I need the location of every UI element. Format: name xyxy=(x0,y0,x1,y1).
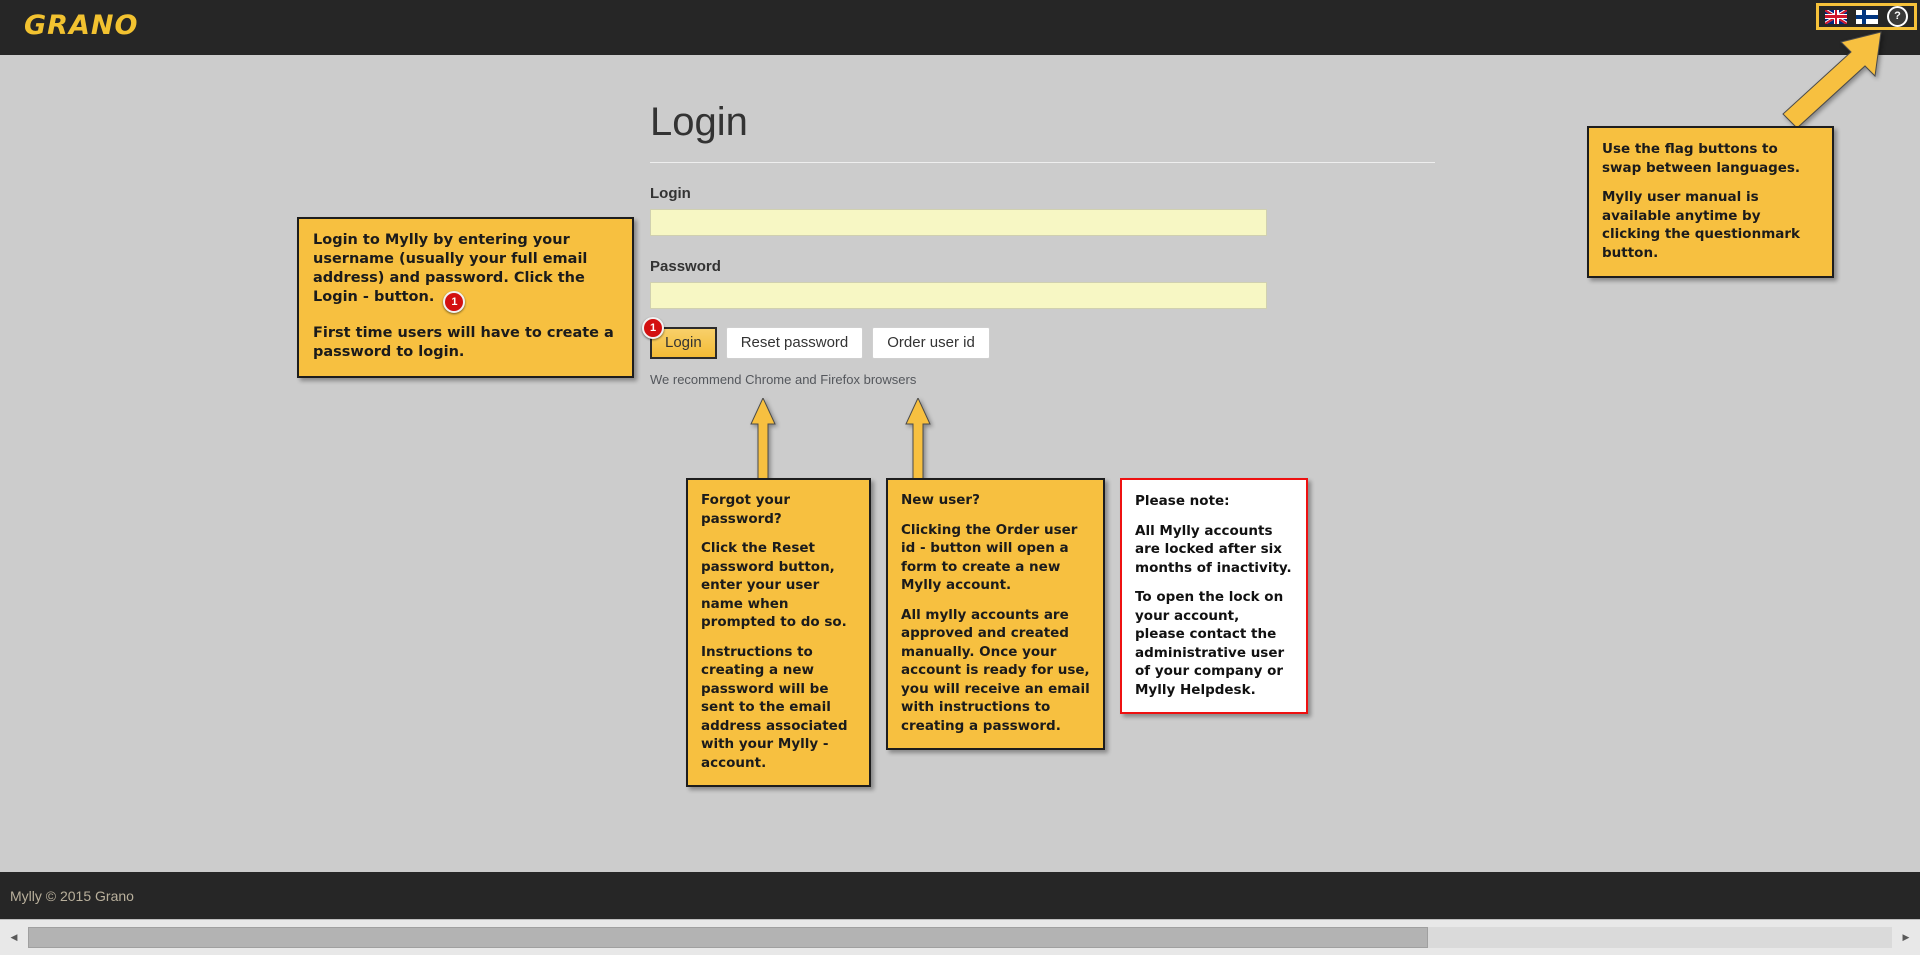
scroll-left-arrow-icon[interactable]: ◀ xyxy=(10,932,18,942)
arrow-to-reset-password-button xyxy=(750,398,776,486)
arrow-to-order-user-id-button xyxy=(905,398,931,486)
login-button[interactable]: Login xyxy=(650,327,717,359)
callout-login-text-2: First time users will have to create a p… xyxy=(313,325,614,360)
password-field-label: Password xyxy=(650,258,721,275)
top-bar: GRANO ? xyxy=(0,0,1920,55)
footer-copyright: Mylly © 2015 Grano xyxy=(10,888,134,904)
callout-login-text-1: Login to Mylly by entering your username… xyxy=(313,231,618,313)
callout-lang-text-2: Mylly user manual is available anytime b… xyxy=(1602,189,1801,261)
callout-login-sentence: Login to Mylly by entering your username… xyxy=(313,232,588,305)
reset-password-button[interactable]: Reset password xyxy=(725,327,864,359)
callout-login-instructions: Login to Mylly by entering your username… xyxy=(297,217,634,378)
callout-forgot-heading: Forgot your password? xyxy=(701,492,791,527)
password-input[interactable] xyxy=(650,282,1267,309)
callout-forgot-password: Forgot your password? Click the Reset pa… xyxy=(686,478,871,787)
page-title: Login xyxy=(650,100,748,144)
callout-note-text-1: All Mylly accounts are locked after six … xyxy=(1135,522,1292,576)
flag-uk-icon[interactable] xyxy=(1825,9,1847,24)
step-badge-1-inline: 1 xyxy=(443,291,466,313)
question-mark-icon[interactable]: ? xyxy=(1887,6,1908,27)
login-panel: Login Login Password Login 1 Reset passw… xyxy=(642,98,1435,387)
browser-recommendation-text: We recommend Chrome and Firefox browsers xyxy=(650,372,917,387)
callout-note-heading: Please note: xyxy=(1135,493,1230,509)
arrow-to-language-switcher xyxy=(1782,31,1882,129)
callout-forgot-text-1: Click the Reset password button, enter y… xyxy=(701,540,847,630)
callout-newuser-heading: New user? xyxy=(901,492,980,508)
callout-lang-text-1: Use the flag buttons to swap between lan… xyxy=(1602,141,1801,176)
callout-language-help: Use the flag buttons to swap between lan… xyxy=(1587,126,1834,278)
callout-forgot-text-2: Instructions to creating a new password … xyxy=(701,643,848,771)
horizontal-scrollbar[interactable]: ◀ ▶ xyxy=(0,919,1920,955)
button-row: Login 1 Reset password Order user id xyxy=(642,317,1435,359)
footer: Mylly © 2015 Grano xyxy=(0,872,1920,920)
login-field-label: Login xyxy=(650,185,691,202)
grano-logo: GRANO xyxy=(24,10,139,41)
callout-new-user: New user? Clicking the Order user id - b… xyxy=(886,478,1105,750)
scrollbar-track[interactable] xyxy=(28,927,1892,948)
callout-newuser-text-1: Clicking the Order user id - button will… xyxy=(901,521,1078,594)
language-switcher: ? xyxy=(1816,3,1917,30)
order-user-id-button[interactable]: Order user id xyxy=(872,327,990,359)
callout-please-note: Please note: All Mylly accounts are lock… xyxy=(1120,478,1308,714)
scrollbar-thumb[interactable] xyxy=(28,927,1428,948)
title-divider xyxy=(650,162,1435,163)
callout-newuser-text-2: All mylly accounts are approved and crea… xyxy=(901,606,1090,734)
callout-note-text-2: To open the lock on your account, please… xyxy=(1135,589,1285,698)
login-input[interactable] xyxy=(650,209,1267,236)
flag-finland-icon[interactable] xyxy=(1856,9,1878,24)
step-badge-1: 1 xyxy=(642,317,664,339)
scroll-right-arrow-icon[interactable]: ▶ xyxy=(1902,932,1910,942)
